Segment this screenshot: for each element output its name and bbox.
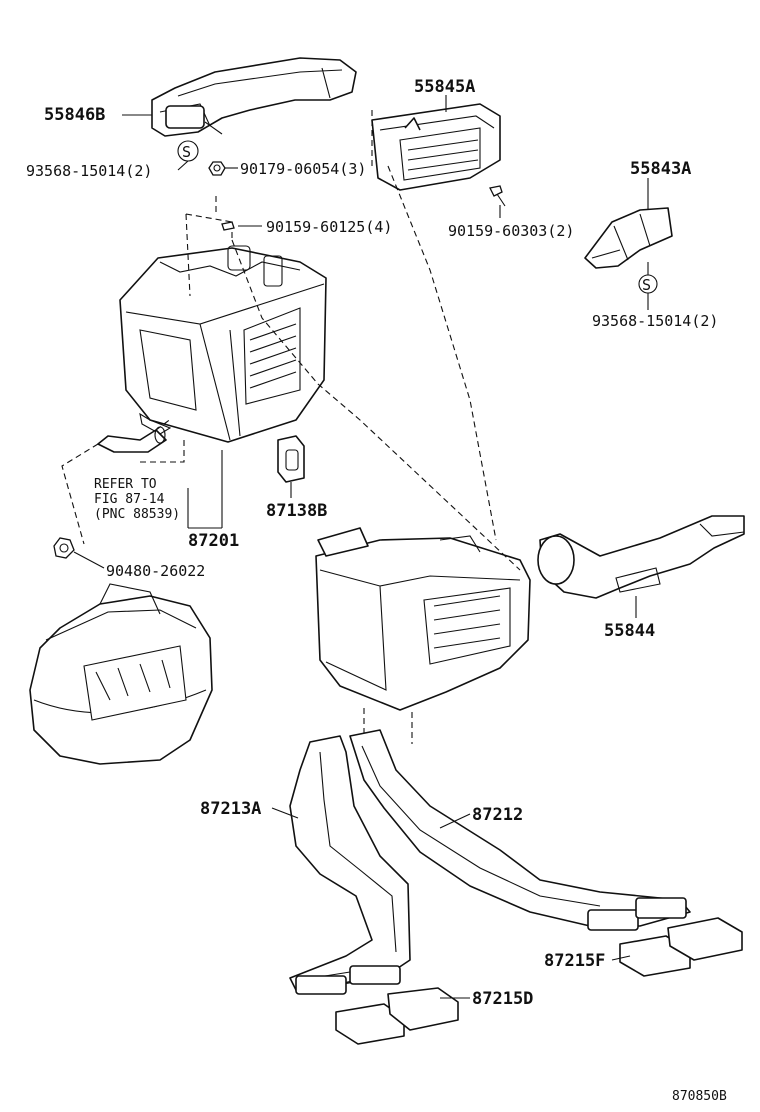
label-55843A: 55843A	[630, 159, 691, 179]
label-93568-15014-b: 93568-15014(2)	[592, 312, 718, 330]
amplifier-87138B	[277, 435, 305, 483]
grommet-90480-26022	[53, 537, 75, 559]
label-55846B: 55846B	[44, 105, 105, 125]
register-55845A	[371, 103, 501, 191]
clip-s-symbol-b: S	[638, 274, 658, 294]
drain-hose	[97, 426, 167, 453]
leader-87212	[439, 813, 471, 829]
register-87215D	[335, 987, 459, 1045]
leader-duct-clip	[204, 121, 223, 135]
label-90480-26022: 90480-26022	[106, 562, 205, 580]
clip-s-symbol-a: S	[177, 140, 199, 162]
label-refer-line1: REFER TO	[94, 477, 157, 492]
label-87213A: 87213A	[200, 799, 261, 819]
label-90159-60125: 90159-60125(4)	[266, 218, 392, 236]
duct-55846B	[151, 57, 357, 137]
label-90159-60303: 90159-60303(2)	[448, 222, 574, 240]
label-refer-line3: (PNC 88539)	[94, 507, 180, 522]
leader-87201	[187, 450, 223, 529]
duct-87212	[349, 729, 691, 931]
heater-unit-center	[315, 527, 531, 711]
dash-register-to-unit	[387, 165, 497, 541]
dash-unit-connection	[231, 239, 521, 571]
label-55845A: 55845A	[414, 77, 475, 97]
screw-90159-60303	[489, 185, 506, 207]
dash-unit-to-duct	[363, 708, 413, 744]
duct-87213A	[289, 735, 411, 995]
leader-87215F	[611, 955, 631, 961]
duct-55844	[537, 515, 745, 599]
blower-unit	[29, 583, 213, 765]
label-87215F: 87215F	[544, 951, 605, 971]
label-90179-06054: 90179-06054(3)	[240, 160, 366, 178]
label-refer-line2: FIG 87-14	[94, 492, 165, 507]
label-87215D: 87215D	[472, 989, 533, 1009]
nut-90179-06054	[208, 161, 226, 176]
label-87138B: 87138B	[266, 501, 327, 521]
dash-hose	[61, 417, 185, 545]
cooling-unit-87201	[119, 245, 327, 443]
label-93568-15014-a: 93568-15014(2)	[26, 162, 152, 180]
register-87215F	[619, 917, 743, 977]
duct-55843A	[584, 207, 673, 269]
label-87212: 87212	[472, 805, 523, 825]
s-symbol-a-text: S	[182, 143, 191, 161]
leader-87213A	[271, 807, 299, 819]
figure-code: 870850B	[672, 1089, 727, 1104]
screw-90159-60125	[221, 221, 235, 231]
label-87201: 87201	[188, 531, 239, 551]
label-55844: 55844	[604, 621, 655, 641]
s-symbol-b-text: S	[642, 276, 651, 294]
